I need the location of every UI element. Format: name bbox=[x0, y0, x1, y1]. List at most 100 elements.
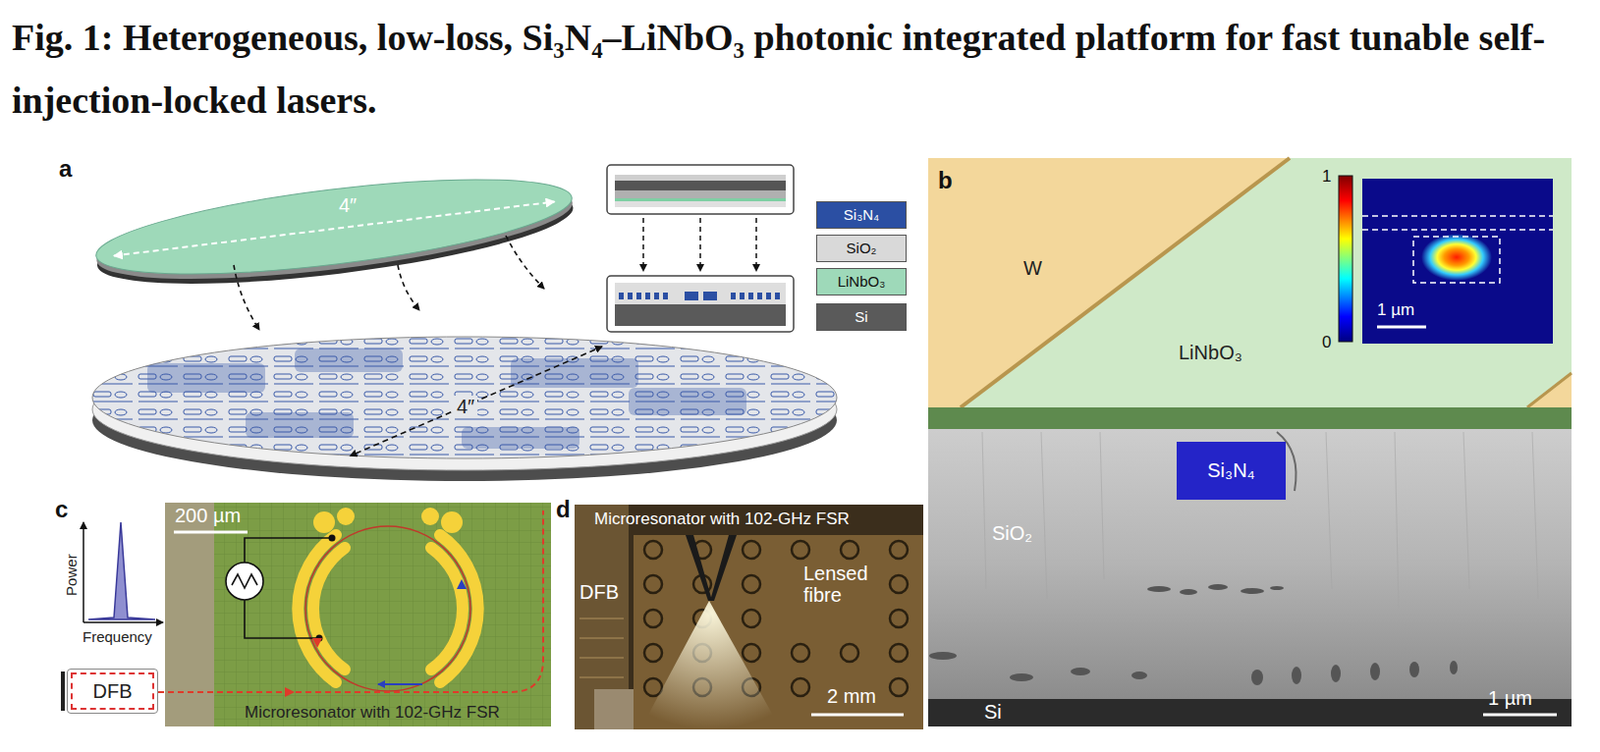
device-micrograph bbox=[313, 507, 463, 534]
transfer-arrows bbox=[397, 265, 420, 311]
setup-photo bbox=[579, 618, 624, 678]
device-micrograph bbox=[312, 638, 323, 649]
stack-cross-sections bbox=[643, 218, 757, 272]
stack-cross-sections bbox=[645, 292, 651, 300]
setup-photo bbox=[574, 504, 924, 730]
stack-cross-sections bbox=[766, 292, 772, 300]
stack-cross-sections bbox=[614, 201, 786, 208]
spectrum-inset bbox=[83, 621, 164, 624]
sem-cross-section bbox=[1409, 662, 1420, 678]
sem-cross-section bbox=[1070, 667, 1091, 676]
setup-photo bbox=[791, 678, 810, 697]
stack-cross-sections bbox=[703, 291, 718, 301]
setup-photo bbox=[594, 689, 634, 730]
setup-photo bbox=[791, 541, 810, 559]
device-micrograph bbox=[244, 600, 320, 639]
material-label: W bbox=[1023, 257, 1043, 280]
scale-bar-label: 1 µm bbox=[1488, 687, 1533, 711]
setup-photo bbox=[579, 617, 624, 620]
sem-cross-section bbox=[1131, 671, 1148, 680]
axis-label: Power bbox=[61, 554, 79, 598]
mode-inset bbox=[1338, 175, 1353, 342]
device-micrograph bbox=[158, 510, 544, 693]
stack-cross-sections bbox=[684, 291, 699, 301]
stack-cross-sections bbox=[662, 292, 668, 300]
waveguide-core: Si₃N₄ bbox=[1176, 441, 1286, 500]
laser-chip: DFB bbox=[66, 668, 159, 715]
setup-photo bbox=[742, 541, 761, 559]
device-micrograph bbox=[336, 507, 355, 526]
stack-cross-sections bbox=[774, 292, 780, 300]
device-label: Microresonator with 102-GHz FSR bbox=[244, 703, 500, 723]
stack-cross-sections bbox=[755, 218, 758, 272]
stack-cross-sections bbox=[614, 282, 786, 305]
device-micrograph bbox=[313, 548, 345, 670]
device-micrograph bbox=[305, 526, 471, 692]
device-label: Lensed fibre bbox=[803, 562, 875, 607]
sem-cross-section bbox=[1009, 673, 1034, 682]
setup-photo bbox=[579, 637, 624, 640]
device-label: DFB bbox=[579, 581, 619, 605]
setup-photo bbox=[710, 535, 737, 602]
setup-photo bbox=[811, 714, 904, 718]
setup-photo bbox=[579, 676, 624, 679]
device-micrograph bbox=[231, 574, 258, 589]
panel-letter: c bbox=[55, 496, 68, 524]
spectrum-inset bbox=[82, 522, 85, 623]
panel-letter: d bbox=[555, 496, 571, 524]
setup-photo bbox=[840, 541, 859, 559]
device-micrograph bbox=[244, 538, 332, 563]
stack-cross-sections bbox=[614, 180, 786, 191]
node-text: DFB bbox=[93, 680, 133, 704]
bottom-wafer bbox=[147, 363, 266, 393]
figure-title: Fig. 1: Heterogeneous, low-loss, Si₃N₄–L… bbox=[11, 5, 1589, 132]
device-micrograph bbox=[284, 687, 295, 698]
setup-photo bbox=[644, 644, 663, 663]
legend-swatch: SiO₂ bbox=[816, 234, 907, 263]
transfer-arrows bbox=[505, 235, 545, 289]
sem-cross-section bbox=[1041, 432, 1048, 600]
sem-cross-section bbox=[1483, 714, 1557, 718]
sem-cross-section bbox=[1325, 432, 1332, 590]
material-label: LiNbO₃ bbox=[1178, 341, 1243, 365]
legend-swatch: Si₃N₄ bbox=[816, 201, 907, 229]
stack-cross-sections bbox=[606, 275, 794, 332]
stack-cross-sections bbox=[757, 292, 763, 300]
stack-cross-sections bbox=[614, 190, 786, 199]
wafer-size: 4″ bbox=[338, 194, 357, 218]
setup-photo bbox=[889, 644, 908, 663]
device-micrograph bbox=[441, 511, 463, 534]
sem-cross-section bbox=[928, 699, 1572, 727]
legend-swatch: Si bbox=[816, 303, 907, 332]
mode-inset bbox=[1421, 233, 1492, 281]
legend-swatch: LiNbO₃ bbox=[816, 268, 907, 296]
setup-photo bbox=[840, 644, 859, 663]
sem-cross-section bbox=[928, 429, 1572, 700]
axis-label: Frequency bbox=[82, 628, 153, 646]
setup-photo bbox=[889, 678, 908, 697]
sem-cross-section bbox=[1463, 432, 1470, 590]
transfer-arrows bbox=[233, 235, 545, 331]
panel-letter: a bbox=[58, 155, 72, 183]
sem-cross-section bbox=[1449, 661, 1458, 675]
scale-bar-label: 2 mm bbox=[827, 685, 877, 709]
bottom-wafer bbox=[461, 427, 580, 449]
device-micrograph bbox=[313, 511, 335, 534]
sem-cross-section bbox=[929, 652, 957, 661]
mode-inset bbox=[1362, 178, 1553, 344]
setup-photo bbox=[644, 575, 663, 594]
mode-inset bbox=[1377, 326, 1427, 330]
sem-cross-section bbox=[1370, 662, 1380, 681]
mode-inset bbox=[1362, 216, 1553, 283]
mode-inset bbox=[1413, 236, 1500, 283]
device-micrograph bbox=[297, 535, 478, 683]
setup-photo bbox=[574, 504, 924, 730]
sem-cross-section bbox=[1208, 584, 1228, 591]
node-text: Si₃N₄ bbox=[1207, 459, 1256, 483]
bottom-wafer bbox=[355, 346, 603, 454]
legend-text: Si bbox=[854, 309, 868, 327]
device-micrograph bbox=[173, 531, 248, 535]
sem-cross-section bbox=[1100, 432, 1104, 580]
setup-photo bbox=[685, 535, 713, 602]
